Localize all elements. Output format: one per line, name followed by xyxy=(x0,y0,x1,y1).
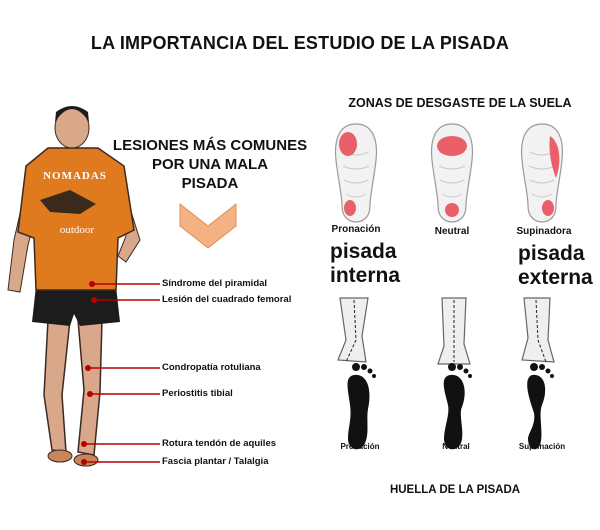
footprint-label-pronacion: Pronación xyxy=(340,442,380,451)
injury-label: Rotura tendón de aquiles xyxy=(162,438,277,449)
injuries-heading-line3: PISADA xyxy=(181,175,239,192)
injury-label: Periostitis tibial xyxy=(162,388,233,399)
injuries-heading-line2: POR UNA MALA xyxy=(151,156,269,173)
sole-supinadora xyxy=(520,123,564,223)
footprint-label-suprinacion: Suprinación xyxy=(518,442,566,451)
injury-label: Condropatía rotuliana xyxy=(162,362,261,373)
footprint-title: HUELLA DE LA PISADA xyxy=(389,484,521,496)
pisada-externa-line1: pisada xyxy=(518,242,585,265)
injury-label: Síndrome del piramidal xyxy=(162,278,268,289)
shirt-brand: NOMADAS xyxy=(43,170,107,182)
pisada-externa-line2: externa xyxy=(518,266,593,289)
injury-label: Lesión del cuadrado femoral xyxy=(162,294,292,305)
pisada-interna-label: pisada interna xyxy=(330,240,400,288)
footprint-label-neutral: Neutral xyxy=(442,442,470,451)
injuries-heading-line1: LESIONES MÁS COMUNES xyxy=(112,137,308,154)
sole-label-neutral: Neutral xyxy=(434,226,470,237)
injuries-heading: LESIONES MÁS COMUNES POR UNA MALA PISADA xyxy=(110,136,310,193)
pisada-externa-label: pisada externa xyxy=(518,242,593,290)
wear-zones-title: ZONAS DE DESGASTE DE LA SUELA xyxy=(348,96,572,110)
sole-pronacion xyxy=(334,123,378,223)
pisada-interna-line2: interna xyxy=(330,264,401,287)
pisada-interna-line1: pisada xyxy=(330,240,397,263)
sole-label-supinadora: Supinadora xyxy=(516,226,572,237)
sole-label-pronacion: Pronación xyxy=(331,224,381,235)
page-title: LA IMPORTANCIA DEL ESTUDIO DE LA PISADA xyxy=(90,33,510,53)
sole-neutral xyxy=(430,123,474,223)
injury-label: Fascia plantar / Talalgia xyxy=(162,456,269,467)
shirt-sub: outdoor xyxy=(59,224,95,236)
